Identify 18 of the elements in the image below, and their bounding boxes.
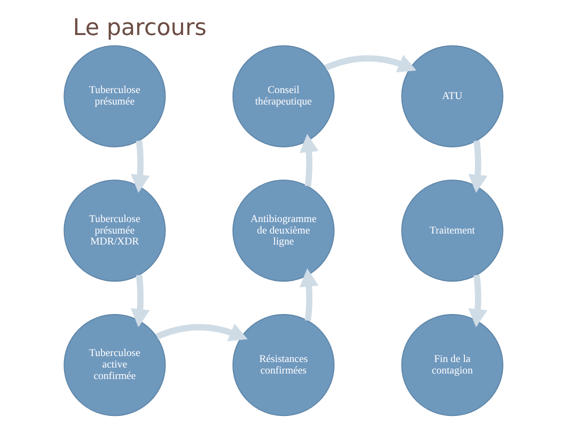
arrow: [299, 268, 318, 321]
node-circle: Fin de la contagion: [400, 314, 503, 416]
node-circle: Antibiogramme de deuxième ligne: [232, 180, 334, 282]
node-circle: Tuberculose active confirmée: [63, 314, 166, 416]
arrow: [468, 140, 487, 193]
arrow: [468, 274, 487, 328]
arrow: [130, 140, 150, 193]
arrow: [155, 324, 248, 342]
node-circle: Traitement: [400, 180, 503, 282]
node-circle: Conseil thérapeutique: [232, 45, 334, 148]
arrow: [324, 54, 416, 72]
diagram-title: Le parcours: [72, 14, 206, 41]
node-circle: ATU: [400, 45, 503, 148]
node-circle: Résistances confirmées: [232, 314, 334, 416]
arrow: [299, 134, 318, 187]
arrow: [130, 274, 150, 328]
node-circle: Tuberculose présumée MDR/XDR: [63, 180, 166, 282]
node-circle: Tuberculose présumée: [63, 45, 166, 148]
